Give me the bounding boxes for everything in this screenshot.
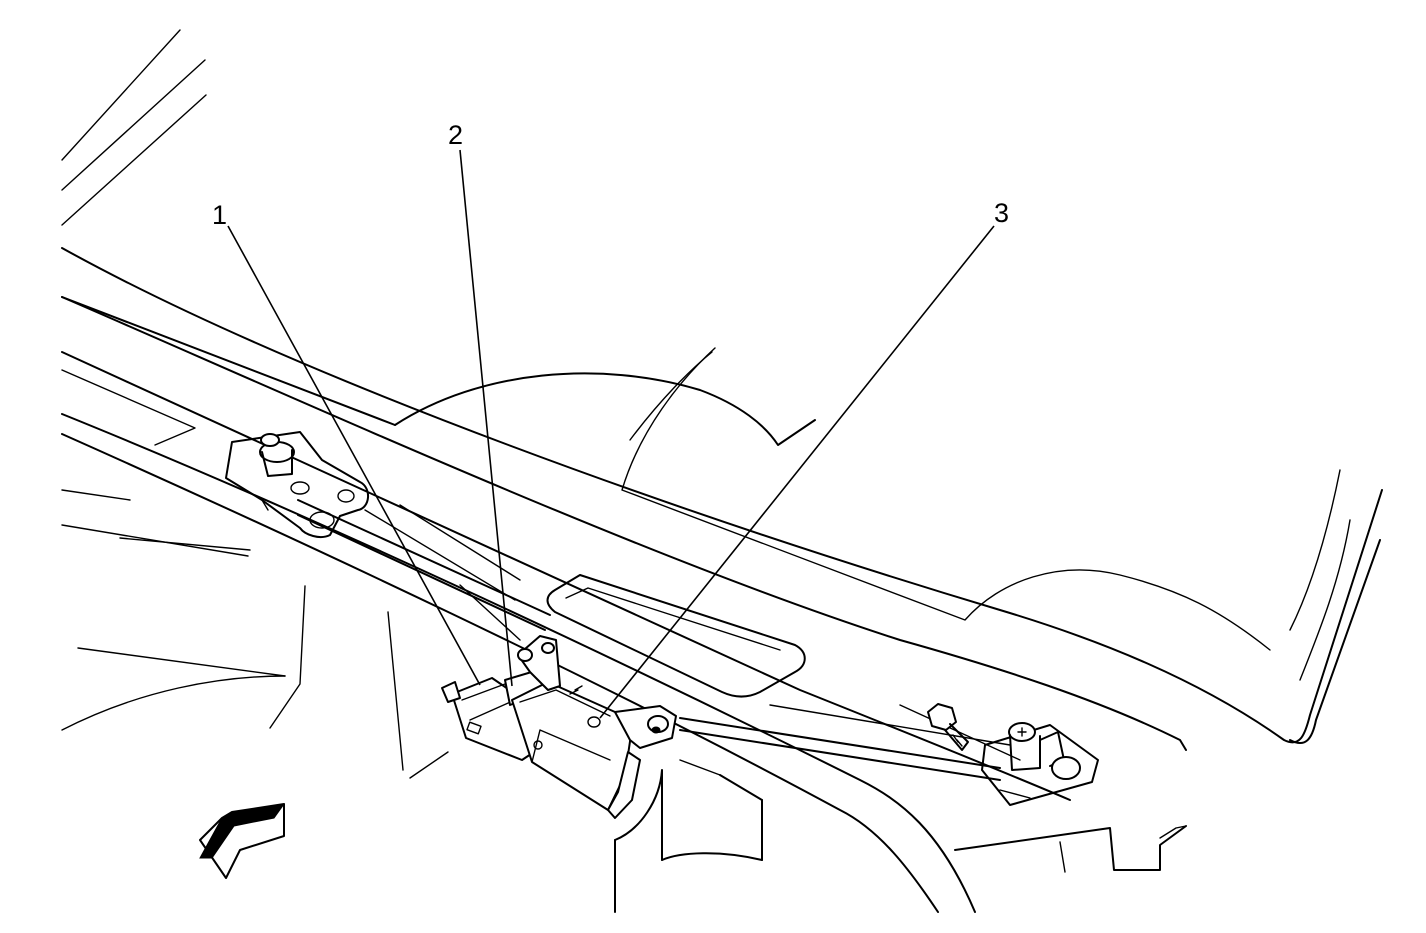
callout-2: 2 xyxy=(448,120,463,150)
right-wiper-pivot xyxy=(981,722,1099,806)
front-direction-arrow-icon xyxy=(199,803,286,879)
wiper-motor xyxy=(441,635,677,819)
windshield-glass xyxy=(61,247,1383,745)
mounting-bolt xyxy=(927,703,969,751)
dashboard-contour xyxy=(394,347,1271,651)
leader-2 xyxy=(459,149,513,687)
cowl-vent-opening xyxy=(546,574,806,698)
leader-1 xyxy=(227,225,481,686)
lower-support-structure xyxy=(614,759,1187,913)
leader-3 xyxy=(599,225,995,719)
callout-3: 3 xyxy=(994,198,1009,228)
callout-1: 1 xyxy=(212,200,227,230)
windshield-reflection-lines xyxy=(61,29,207,226)
callout-leader-lines xyxy=(227,149,995,719)
left-wiper-pivot xyxy=(225,431,369,538)
